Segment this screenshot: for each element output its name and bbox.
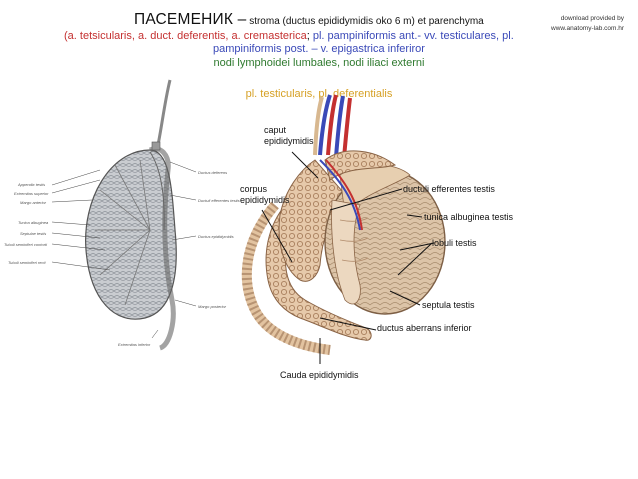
semicolon: ; [306, 30, 310, 42]
label-caput-line-1: caput [264, 125, 287, 135]
epididymis-figure [241, 94, 446, 355]
label-corpus-line-2: epididymidis [240, 195, 290, 205]
title-main: ПАСЕМЕНИК – [134, 11, 247, 28]
left-label-tunica: Tunica albuginea [18, 220, 49, 225]
label-septula-testis: septula testis [422, 300, 475, 310]
arteries-text: a. tetsicularis, a. duct. deferentis, a.… [67, 30, 307, 42]
veins-post-text: pampiniformis post. – v. epigastrica inf… [213, 43, 425, 55]
leader-lines [261, 151, 435, 364]
credit-line-2: www.anatomy-lab.com.hr [551, 25, 624, 32]
left-label-ductuli: Ductuli efferentes testis [198, 198, 240, 203]
label-caput-line-2: epididymidis [264, 136, 314, 146]
left-label-extremitas-sup: Extremitas superior [14, 191, 49, 196]
left-label-ductus-deferens: Ductus deferens [198, 170, 228, 175]
left-label-ductus-epididymidis: Ductus epididymidis [198, 234, 234, 239]
label-ductus-aberrans: ductus aberrans inferior [377, 323, 472, 333]
left-label-margo-ant: Margo anterior [20, 200, 47, 205]
testis-section-figure [51, 79, 197, 351]
lymph-text: nodi lymphoidei lumbales, nodi iliaci ex… [213, 57, 425, 69]
veins-ant-text: pl. pampiniformis ant.- vv. testiculares… [309, 30, 514, 42]
nerves-text: pl. testicularis, pl. deferentialis [245, 88, 393, 100]
label-corpus-line-1: corpus [240, 184, 268, 194]
label-lobuli-testis: lobuli testis [432, 238, 477, 248]
left-label-tubuli-contorti: Tubuli seminiferi contorti [4, 242, 48, 247]
label-cauda: Cauda epididymidis [280, 370, 359, 380]
left-label-appendix: Appendix testis [18, 182, 46, 187]
left-label-margo-post: Margo posterior [198, 304, 227, 309]
open-paren: ( [64, 30, 68, 42]
label-ductuli-efferentes: ductuli efferentes testis [403, 184, 495, 194]
left-label-septulae: Septulae testis [20, 231, 47, 236]
left-label-tubuli-recti: Tubuli seminiferi recti [8, 260, 46, 265]
label-caput: caput epididymidis [264, 125, 314, 147]
vessels-line-1: (a. tetsicularis, a. duct. deferentis, a… [64, 30, 514, 42]
left-label-extremitas-inf: Extremitas inferior [118, 342, 151, 347]
credit-line-1: download provided by [560, 15, 624, 22]
title-subtitle: stroma (ductus epididymidis oko 6 m) et … [246, 16, 484, 27]
slide-title: ПАСЕМЕНИК – stroma (ductus epididymidis … [134, 11, 484, 29]
label-tunica-albuginea: tunica albuginea testis [424, 212, 514, 222]
label-corpus: corpus epididymidis [240, 184, 290, 206]
credit-note: download provided by www.anatomy-lab.com… [500, 14, 624, 34]
